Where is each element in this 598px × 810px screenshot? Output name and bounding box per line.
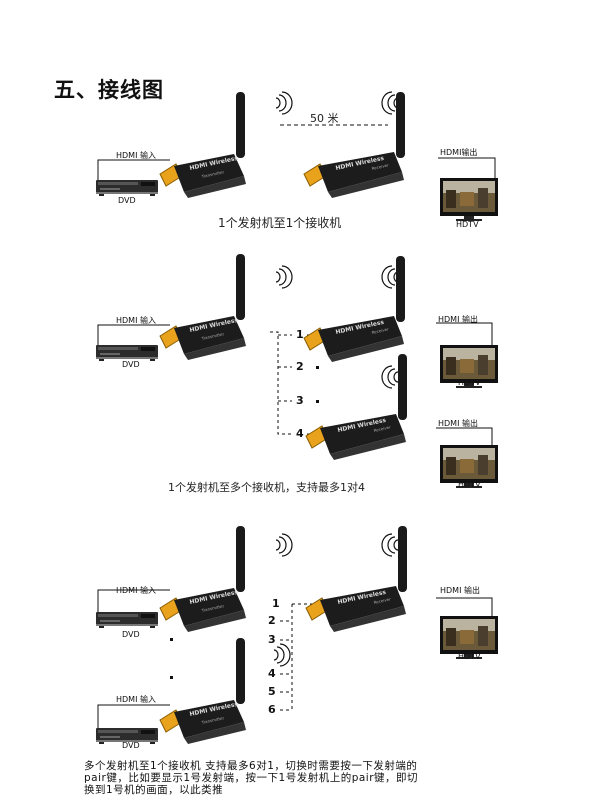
channel-4: 4: [296, 427, 304, 440]
hdmi-output-label: HDMI输出: [440, 148, 478, 157]
hdtv-label: HDTV: [458, 652, 481, 661]
diagram-3-caption: 多个发射机至1个接收机 支持最多6对1，切换时需要按一下发射端的 pair键，比…: [84, 760, 544, 796]
transmitter-dongle: [159, 637, 247, 745]
diagram-1: [96, 91, 498, 221]
caption-line: 多个发射机至1个接收机 支持最多6对1，切换时需要按一下发射端的: [84, 760, 418, 772]
signal-waves-icon: [381, 533, 399, 557]
signal-waves-icon: [275, 265, 293, 289]
channel-4: 4: [268, 667, 276, 680]
channel-3: 3: [296, 394, 304, 407]
channel-2: 2: [296, 360, 304, 373]
hdmi-cable: [97, 159, 170, 185]
transmitter-dongle: [159, 91, 247, 199]
hdmi-input-label: HDMI 输入: [116, 316, 156, 325]
hdmi-cable: [438, 157, 496, 182]
receiver-dongle: [305, 525, 408, 633]
caption-line: pair键，比如要显示1号发射端，按一下1号发射机上的pair键，即切: [84, 772, 419, 784]
hdmi-output-label: HDMI 输出: [438, 419, 478, 428]
hdmi-output-label: HDMI 输出: [438, 315, 478, 324]
hdmi-input-label: HDMI 输入: [116, 151, 156, 160]
signal-waves-icon: [273, 643, 291, 667]
hdmi-input-label: HDMI 输入: [116, 695, 156, 704]
hdmi-output-label: HDMI 输出: [440, 586, 480, 595]
diagram-1-caption: 1个发射机至1个接收机: [218, 216, 342, 230]
signal-waves-icon: [275, 533, 293, 557]
signal-waves-icon: [381, 365, 399, 389]
dvd-player: [96, 612, 158, 628]
caption-line: 换到1号机的画面，以此类推: [84, 784, 224, 796]
signal-waves-icon: [381, 91, 399, 115]
hdmi-input-label: HDMI 输入: [116, 586, 156, 595]
hdtv: [440, 178, 498, 221]
dvd-label: DVD: [122, 630, 140, 639]
channel-5: 5: [268, 685, 276, 698]
transmitter-dongle: [159, 253, 247, 361]
channel-2: 2: [268, 614, 276, 627]
hdtv-label: HDTV: [458, 378, 481, 387]
dvd-player: [96, 345, 158, 361]
section-title: 五、接线图: [54, 78, 164, 102]
signal-waves-icon: [275, 91, 293, 115]
transmitter-dongle: [159, 525, 247, 633]
dvd-label: DVD: [122, 360, 140, 369]
hdtv-label: HDTV: [456, 220, 479, 229]
channel-3: 3: [268, 633, 276, 646]
dvd-player: [96, 180, 158, 196]
distance-label: 50 米: [310, 112, 339, 125]
diagram-2-caption: 1个发射机至多个接收机，支持最多1对4: [168, 481, 365, 494]
channel-1: 1: [272, 597, 280, 610]
hdtv-label: HDTV: [458, 480, 481, 489]
diagram-2: [96, 253, 498, 488]
dvd-label: DVD: [122, 741, 140, 750]
signal-waves-icon: [381, 265, 399, 289]
diagram-3: [96, 525, 498, 745]
dvd-label: DVD: [118, 196, 136, 205]
channel-1: 1: [296, 328, 304, 341]
channel-6: 6: [268, 703, 276, 716]
